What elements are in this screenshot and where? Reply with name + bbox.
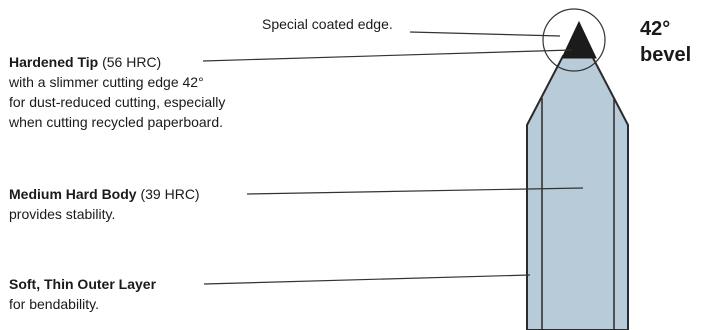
outer-layer-line-1: for bendability. (9, 296, 100, 312)
outer-layer-heading: Soft, Thin Outer Layer (9, 274, 156, 294)
coated-edge-circle (542, 8, 606, 72)
medium-body-title: Medium Hard Body (9, 186, 137, 202)
leader-medium-body (246, 187, 584, 195)
leader-coated-edge (409, 31, 561, 37)
leader-hardened-tip (202, 49, 573, 62)
leader-outer-layer (203, 274, 531, 285)
hardened-tip-callout: Hardened Tip (56 HRC) with a slimmer cut… (9, 52, 225, 132)
bevel-label: 42° bevel (640, 16, 691, 68)
hardened-tip (561, 20, 597, 59)
medium-body-callout: Medium Hard Body (39 HRC) provides stabi… (9, 184, 200, 224)
hardened-tip-line-1: with a slimmer cutting edge 42° (9, 74, 204, 90)
outer-layer-callout: Soft, Thin Outer Layer for bendability. (9, 274, 156, 314)
hardened-tip-line-2: for dust-reduced cutting, especially (9, 94, 226, 110)
coated-edge-label: Special coated edge. (262, 16, 393, 32)
hardened-tip-line-3: when cutting recycled paperboard. (9, 114, 224, 130)
medium-body-line-1: provides stability. (9, 206, 116, 222)
medium-body-heading: Medium Hard Body (39 HRC) (9, 184, 200, 204)
bevel-word: bevel (640, 44, 692, 66)
hardened-tip-title: Hardened Tip (9, 54, 99, 70)
hardened-tip-hardness: (56 HRC) (102, 54, 162, 70)
medium-body-hardness: (39 HRC) (140, 186, 200, 202)
hardened-tip-heading: Hardened Tip (56 HRC) (9, 52, 225, 72)
outer-layer-title: Soft, Thin Outer Layer (9, 276, 157, 292)
bevel-degree: 42° (640, 18, 671, 40)
